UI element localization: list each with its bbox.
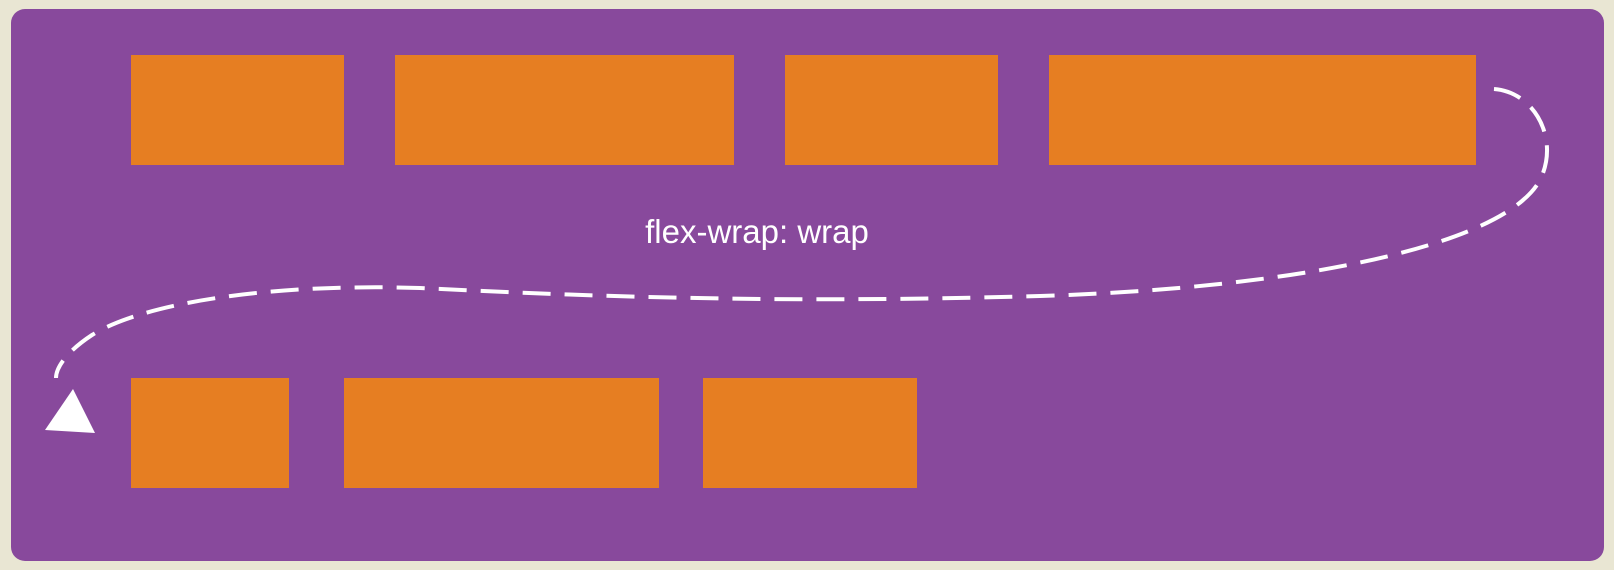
flex-item-3 — [785, 55, 998, 165]
flex-item-4 — [1049, 55, 1476, 165]
flex-item-1 — [131, 55, 344, 165]
wrap-arrow-path — [54, 87, 1550, 379]
flex-item-2 — [395, 55, 734, 165]
flex-item-7 — [703, 378, 917, 488]
diagram-caption: flex-wrap: wrap — [645, 213, 869, 250]
flex-item-6 — [344, 378, 659, 488]
arrowhead-icon — [45, 389, 95, 433]
flex-item-5 — [131, 378, 289, 488]
